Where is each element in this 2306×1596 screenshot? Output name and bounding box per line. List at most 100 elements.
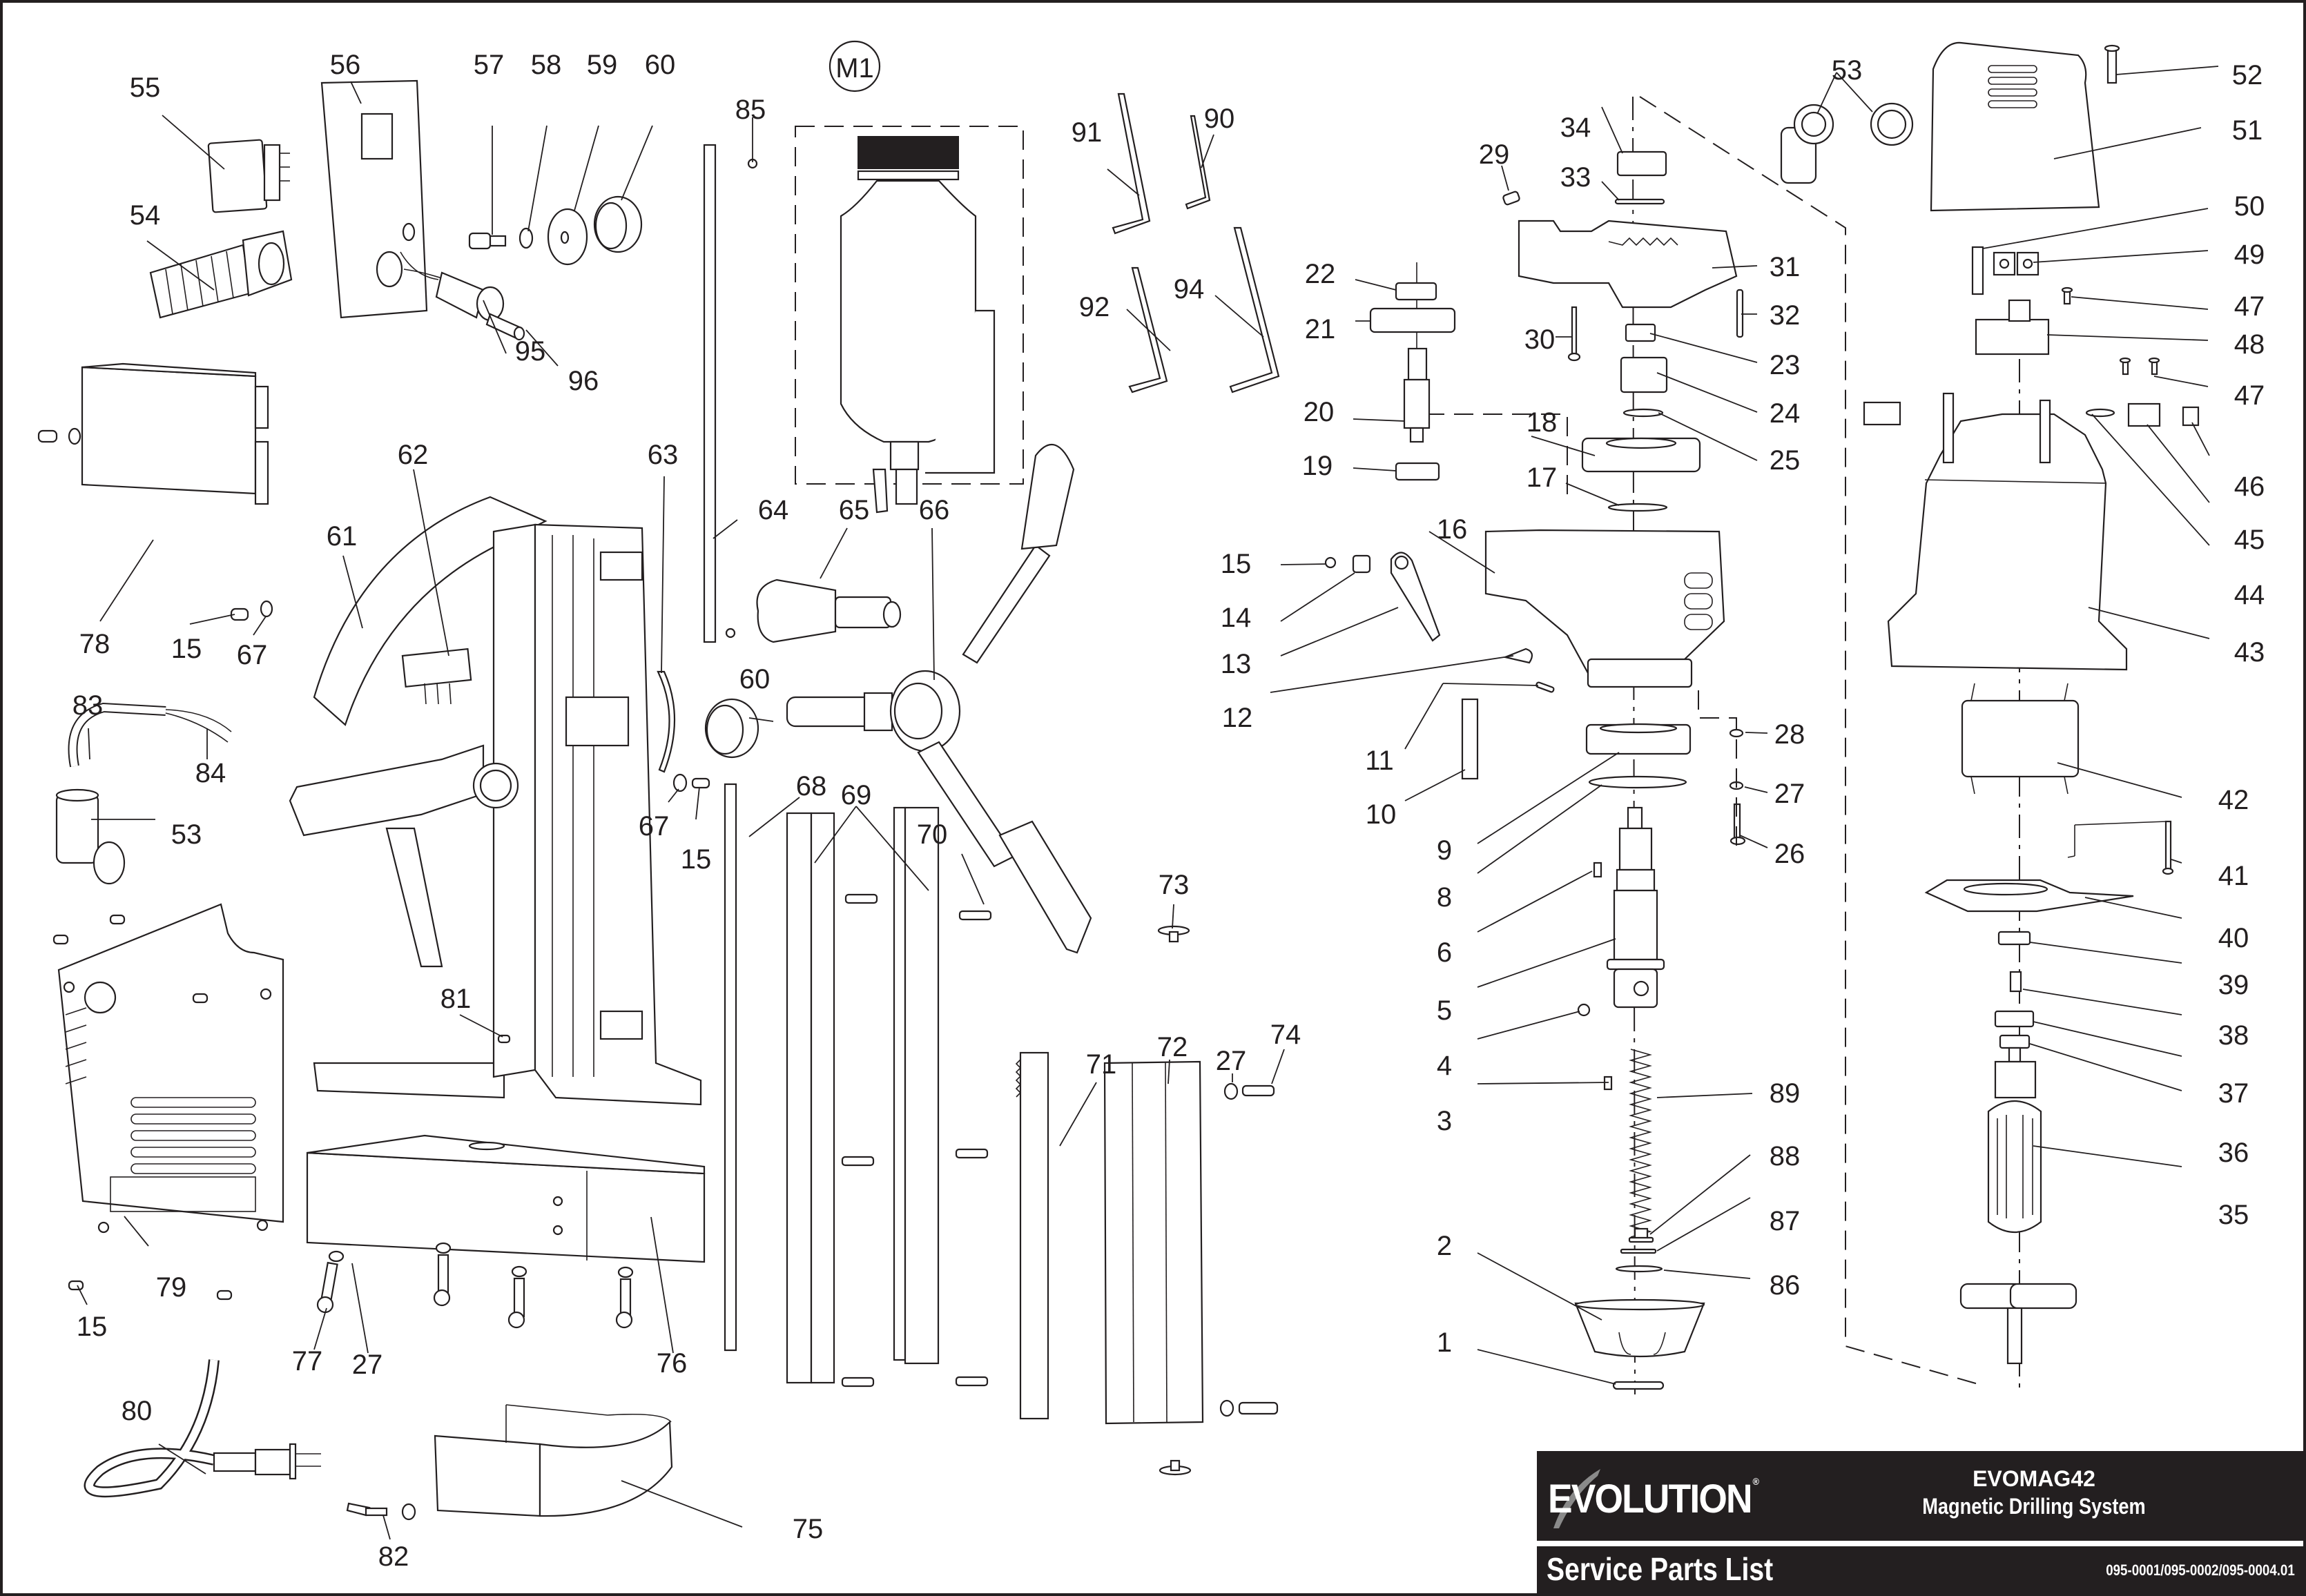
callout-73: 73: [1159, 870, 1190, 900]
callout-84: 84: [195, 758, 226, 788]
part-87-washer: [1620, 1248, 1657, 1254]
part-32-pin: [1736, 289, 1744, 338]
callout-6: 6: [1437, 937, 1452, 968]
callout-2: 2: [1437, 1231, 1452, 1261]
part-16-gear-housing: [1484, 529, 1725, 688]
part-42-stator: [1961, 683, 2080, 795]
product-name: Magnetic Drilling System: [1922, 1494, 2146, 1519]
part-2-chuck-cover: [1574, 1298, 1705, 1358]
part-28-washer: [1729, 728, 1744, 738]
part-75-strap: [434, 1404, 673, 1517]
part-54-cable-gland: [149, 230, 293, 319]
part-62-rocker-switch: [401, 648, 472, 705]
part-60-bushing-b: [704, 698, 759, 759]
part-96-pin: [485, 313, 525, 341]
callout-5: 5: [1437, 995, 1452, 1026]
part-53-elbow-b: [1780, 102, 1914, 184]
assembly-callout-circle: [829, 40, 881, 93]
callout-50: 50: [2234, 191, 2265, 222]
callout-38: 38: [2218, 1020, 2249, 1051]
part-21-gear: [1369, 307, 1456, 333]
callout-4: 4: [1437, 1051, 1452, 1081]
part-49-terminal-block: [1993, 251, 2039, 276]
part-36-bearing: [1999, 1034, 2031, 1049]
callout-8: 8: [1437, 882, 1452, 913]
callout-25: 25: [1770, 445, 1801, 476]
part-43-motor-housing: [1887, 392, 2128, 671]
callout-74: 74: [1270, 1020, 1301, 1050]
model-number: EVOMAG42: [1973, 1466, 2095, 1491]
callout-96: 96: [568, 366, 599, 396]
part-25-circlip: [1622, 408, 1664, 418]
callout-28: 28: [1774, 719, 1805, 750]
part-4-ball: [1577, 1003, 1591, 1017]
part-67-washer-b: [672, 773, 688, 792]
part-41-screw: [2162, 820, 2174, 875]
part-60-bushing: [593, 195, 643, 253]
callout-53: 53: [171, 819, 202, 850]
part-53-elbow: [55, 788, 126, 885]
callout-77: 77: [292, 1346, 323, 1376]
callout-78: 78: [79, 629, 110, 659]
callout-52: 52: [2232, 60, 2263, 90]
callout-35: 35: [2218, 1200, 2249, 1230]
registered-mark: ®: [1752, 1476, 1760, 1487]
part-73-stopper: [1157, 925, 1192, 1476]
part-15-screw: [230, 607, 249, 621]
callout-labels: M1 55 56 57 58 59 60 54 95 96 78 15 67 8…: [72, 40, 2265, 1572]
callout-55: 55: [130, 72, 161, 103]
part-69-rails: [786, 806, 940, 1384]
callout-19: 19: [1302, 451, 1333, 481]
callout-26: 26: [1774, 839, 1805, 869]
callout-89: 89: [1770, 1078, 1801, 1109]
part-64-strip: [703, 144, 736, 643]
callout-34: 34: [1560, 113, 1591, 143]
part-30-screw: [1567, 306, 1581, 362]
callout-32: 32: [1770, 300, 1801, 331]
callout-30: 30: [1524, 324, 1556, 355]
callout-75: 75: [793, 1514, 824, 1544]
part-38-bushing: [2009, 971, 2022, 993]
callout-15: 15: [171, 634, 202, 664]
callout-79: 79: [156, 1272, 187, 1303]
title-block: EVOLUTION® EVOMAG42 Magnetic Drilling Sy…: [1537, 1451, 2303, 1593]
brand-name: EVOLUTION: [1548, 1477, 1753, 1521]
callout-64: 64: [758, 495, 789, 525]
callout-27: 27: [1774, 779, 1805, 809]
callout-67: 67: [639, 811, 670, 841]
callout-18: 18: [1527, 407, 1558, 438]
part-13-lever: [1390, 552, 1441, 642]
title-block-footer: Service Parts List 095-0001/095-0002/095…: [1537, 1546, 2303, 1593]
callout-85: 85: [735, 95, 766, 125]
callout-11: 11: [1365, 746, 1394, 776]
callout-39: 39: [2218, 970, 2249, 1000]
part-24-bushing: [1620, 356, 1668, 393]
section-title: Service Parts List: [1547, 1551, 1774, 1587]
part-72-slide: [1103, 1060, 1204, 1425]
part-35-armature: [1959, 1047, 2077, 1365]
part-71-rack: [1015, 1051, 1049, 1420]
part-18-gear: [1581, 437, 1701, 473]
part-10-key: [1461, 698, 1479, 780]
part-17-circlip: [1607, 503, 1668, 512]
callout-27: 27: [352, 1350, 383, 1380]
callout-58: 58: [531, 50, 562, 80]
screws-79: [52, 914, 233, 1301]
part-29-grease-nipple: [1502, 191, 1520, 206]
part-58-washer: [519, 227, 534, 249]
callout-70: 70: [917, 819, 948, 850]
callout-45: 45: [2234, 525, 2265, 555]
callout-36: 36: [2218, 1138, 2249, 1168]
callout-56: 56: [330, 50, 361, 80]
part-59-washer: [547, 208, 588, 266]
callout-44: 44: [2234, 580, 2265, 610]
part-12-plate: [1502, 648, 1533, 664]
callout-83: 83: [72, 690, 104, 721]
callout-61: 61: [327, 521, 358, 552]
callout-33: 33: [1560, 162, 1591, 193]
part-68-gib-strip: [724, 783, 737, 1352]
part-9-bearing: [1585, 723, 1692, 755]
part-46-carbon-brush: [2182, 406, 2200, 427]
part-27-74: [1219, 1082, 1279, 1417]
callout-31: 31: [1770, 252, 1801, 282]
